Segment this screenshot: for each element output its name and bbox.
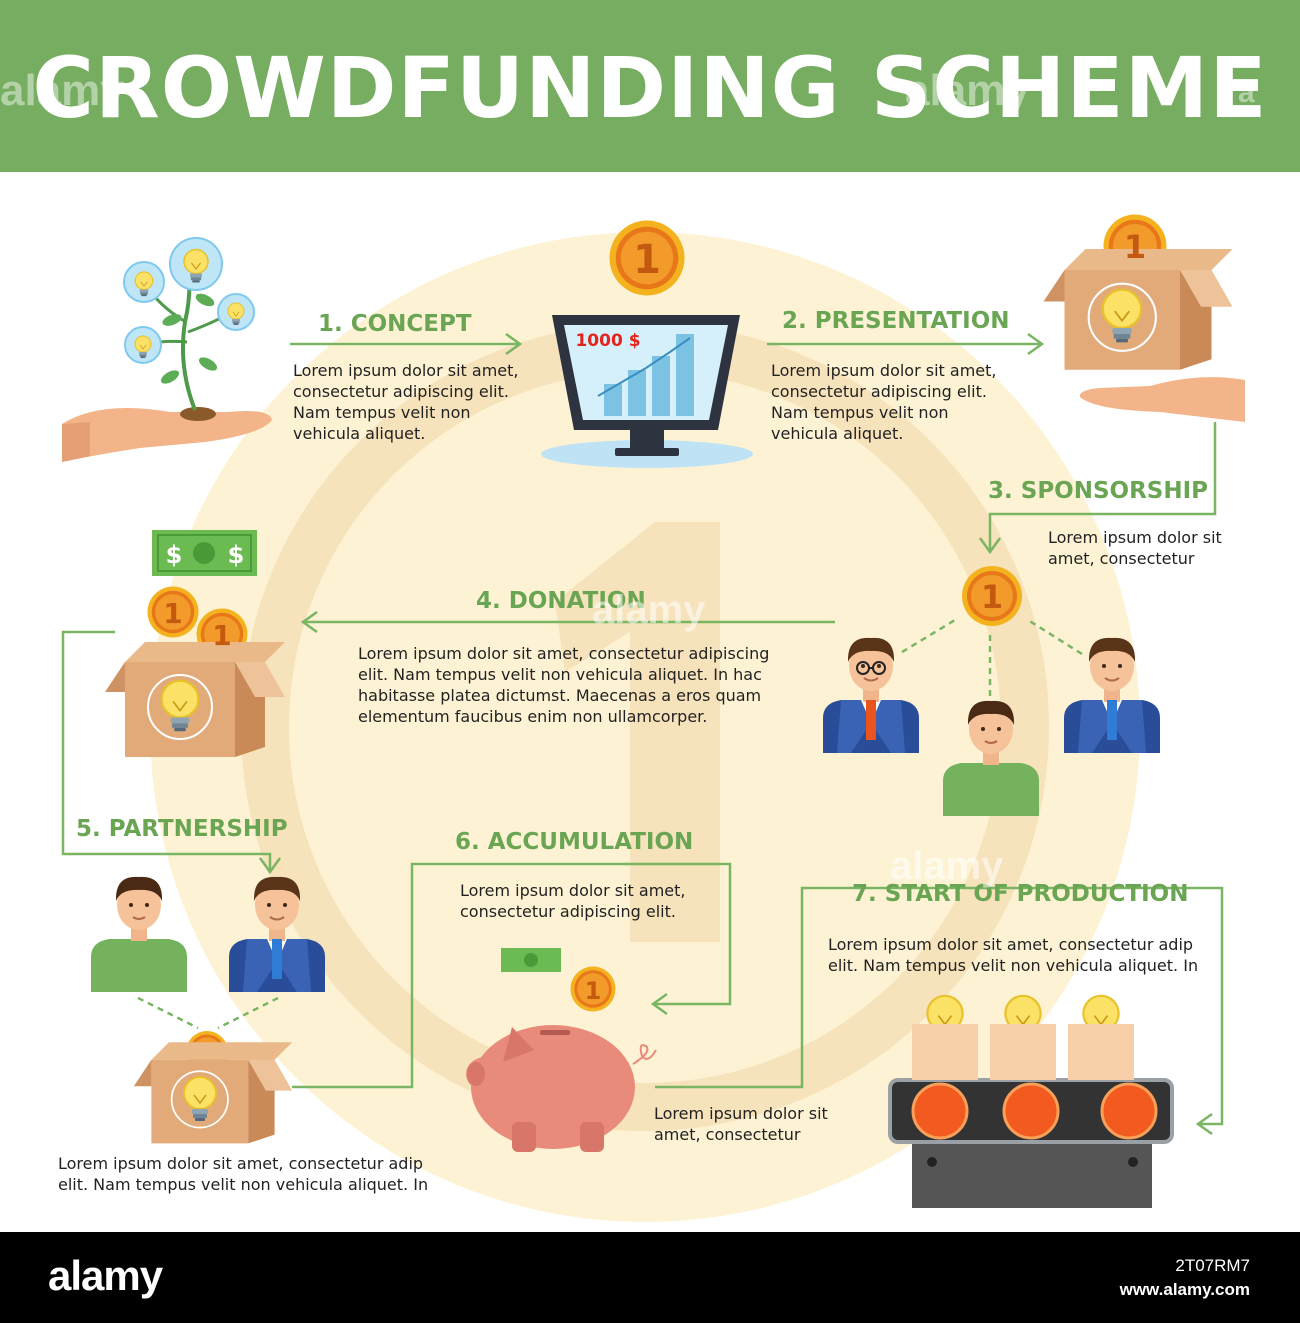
tie-icon xyxy=(866,700,876,740)
conveyor-icon xyxy=(888,994,1174,1208)
coin-label: 1 xyxy=(163,597,182,630)
watermark: alamy xyxy=(905,66,1030,115)
watermark: alamy xyxy=(592,588,706,632)
step-5-description: Lorem ipsum dolor sit amet, consectetur … xyxy=(58,1154,429,1194)
monitor-icon xyxy=(541,315,753,468)
piggy-bank-icon xyxy=(466,948,657,1152)
step-5-title: 5. PARTNERSHIP xyxy=(76,816,288,842)
watermark: alamy xyxy=(890,844,1004,888)
tie-icon xyxy=(1107,700,1117,740)
step-7-title: 7. START OF PRODUCTION xyxy=(852,881,1189,907)
tie-icon xyxy=(272,939,282,979)
step-1-description: Lorem ipsum dolor sit amet,consectetur a… xyxy=(293,361,519,443)
step-3-title: 3. SPONSORSHIP xyxy=(988,478,1209,504)
footer-logo: alamy xyxy=(48,1252,163,1299)
footer-site: www.alamy.com xyxy=(1119,1280,1250,1299)
page-title: CROWDFUNDING SCHEME xyxy=(32,39,1268,137)
monitor-amount: 1000 $ xyxy=(575,331,640,351)
diagram-canvas: $ $ xyxy=(0,172,1300,1232)
step-4-description: Lorem ipsum dolor sit amet, consectetur … xyxy=(358,644,770,726)
partnership-box-icon xyxy=(132,1031,294,1145)
connectors xyxy=(61,332,1224,1136)
coin-label: 1 xyxy=(212,619,231,652)
idea-box-icon xyxy=(1042,214,1245,422)
step-1-title: 1. CONCEPT xyxy=(318,311,472,337)
coin-label: 1 xyxy=(981,578,1003,616)
plant-in-hand-icon xyxy=(62,237,272,462)
dollar-sign: $ xyxy=(166,541,183,569)
footer-image-id: 2T07RM7 www.alamy.com xyxy=(1120,1254,1250,1302)
watermark: a xyxy=(1238,76,1255,109)
partner-avatar xyxy=(90,875,188,993)
footer-bar: alamy 2T07RM7 www.alamy.com xyxy=(0,1232,1300,1323)
dollar-sign: $ xyxy=(228,541,245,569)
coin-label: 1 xyxy=(1124,228,1146,266)
watermark: alamy xyxy=(0,66,125,115)
glasses-icon xyxy=(856,661,886,675)
step-2-title: 2. PRESENTATION xyxy=(782,308,1010,334)
step-6-description: Lorem ipsum dolor sit amet,consectetur a… xyxy=(460,881,686,921)
step-7-description: Lorem ipsum dolor sit amet, consectetur … xyxy=(828,935,1199,975)
donation-box-icon: $ $ xyxy=(104,530,286,758)
coin-label: 1 xyxy=(633,237,661,283)
coin-label: 1 xyxy=(585,977,602,1005)
step-2-description: Lorem ipsum dolor sit amet,consectetur a… xyxy=(771,361,997,443)
step-6-title: 6. ACCUMULATION xyxy=(455,829,694,855)
header-banner: alamy alamy a CROWDFUNDING SCHEME xyxy=(0,0,1300,172)
dashed-connectors xyxy=(137,618,1083,1030)
diagram-graphics: $ $ xyxy=(61,214,1245,1222)
step-4-title: 4. DONATION xyxy=(476,588,646,614)
